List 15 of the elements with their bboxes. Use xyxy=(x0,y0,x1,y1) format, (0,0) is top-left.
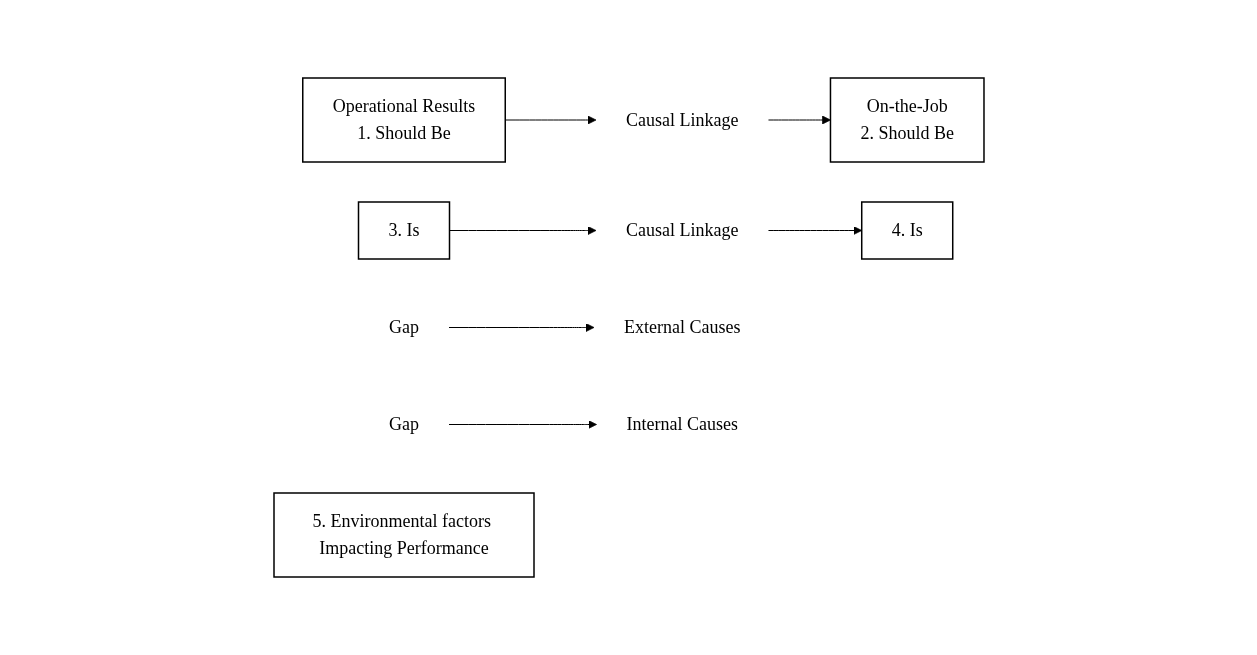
node-box: 4. Is xyxy=(860,201,953,260)
node-text: Gap xyxy=(388,414,419,434)
arrow xyxy=(448,420,597,429)
node-text: Internal Causes xyxy=(626,414,738,434)
node-box: On-the-Job 2. Should Be xyxy=(829,77,985,163)
arrow xyxy=(767,226,862,235)
node-text: Causal Linkage xyxy=(625,220,738,240)
node-box: Operational Results 1. Should Be xyxy=(301,77,506,163)
node-text: Causal Linkage xyxy=(625,109,738,130)
node-text: Gap xyxy=(388,317,419,337)
node-box: 3. Is xyxy=(357,201,450,260)
node-box: 5. Environmental factors Impacting Performance xyxy=(272,492,535,578)
node-text: External Causes xyxy=(623,317,740,337)
arrow xyxy=(448,323,594,332)
arrow xyxy=(504,115,596,125)
